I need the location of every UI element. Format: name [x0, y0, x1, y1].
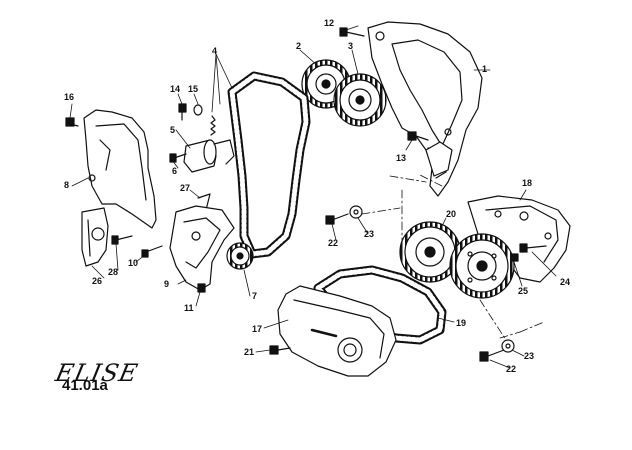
bolt-10	[141, 245, 163, 258]
callout-1: 1	[482, 64, 488, 74]
timing-belt-4	[227, 71, 311, 259]
bolt-14	[178, 103, 187, 121]
lower-cover-17	[277, 285, 397, 377]
leader-lines	[69, 25, 557, 369]
callout-14: 14	[170, 84, 181, 94]
callout-23-lower: 23	[524, 351, 535, 361]
bolt-21	[269, 345, 291, 355]
idler-gear-7	[226, 242, 254, 270]
callout-10: 10	[128, 258, 139, 268]
rear-timing-cover	[367, 21, 483, 197]
callout-28: 28	[108, 267, 119, 277]
callout-24: 24	[560, 277, 571, 287]
callout-7: 7	[252, 291, 258, 301]
callout-6: 6	[172, 166, 178, 176]
cam-pulley-3	[333, 73, 387, 127]
callout-16: 16	[64, 92, 75, 102]
callout-26: 26	[92, 276, 103, 286]
bolt-25	[511, 253, 519, 262]
callout-11: 11	[184, 303, 194, 313]
callout-9: 9	[164, 279, 170, 289]
callout-17: 17	[252, 324, 263, 334]
callout-4: 4	[212, 46, 218, 56]
page-code: 41.01a	[62, 377, 108, 394]
callout-13: 13	[396, 153, 407, 163]
inner-cover-26	[81, 207, 109, 267]
front-cover-8	[83, 109, 157, 229]
callout-22-upper: 22	[328, 238, 339, 248]
washer-23-upper	[349, 205, 363, 219]
callout-5: 5	[170, 125, 176, 135]
callout-18: 18	[522, 178, 533, 188]
washer-23-lower	[501, 339, 515, 353]
callout-27: 27	[180, 183, 191, 193]
bolt-22-lower	[479, 349, 505, 362]
bolt-12	[339, 27, 365, 37]
bracket-9	[169, 205, 235, 291]
pulley-20-right	[449, 233, 515, 299]
callout-23-upper: 23	[364, 229, 375, 239]
callout-3: 3	[348, 41, 354, 51]
pulley-20-left	[399, 221, 461, 283]
callout-2: 2	[296, 41, 302, 51]
callout-15: 15	[188, 84, 199, 94]
spring-4	[210, 115, 216, 136]
bolt-24	[519, 243, 547, 253]
callout-12: 12	[324, 18, 335, 28]
bolt-28	[111, 235, 133, 245]
tensioner-5	[183, 139, 235, 173]
callout-22-lower: 22	[506, 364, 517, 374]
callout-19: 19	[456, 318, 467, 328]
bolt-11	[197, 283, 206, 293]
bolt-22-upper	[325, 213, 349, 225]
bolt-16	[65, 117, 79, 127]
callout-8: 8	[64, 180, 70, 190]
callout-25: 25	[518, 286, 529, 296]
callout-20: 20	[446, 209, 457, 219]
callout-21: 21	[244, 347, 255, 357]
washer-15	[193, 104, 203, 116]
